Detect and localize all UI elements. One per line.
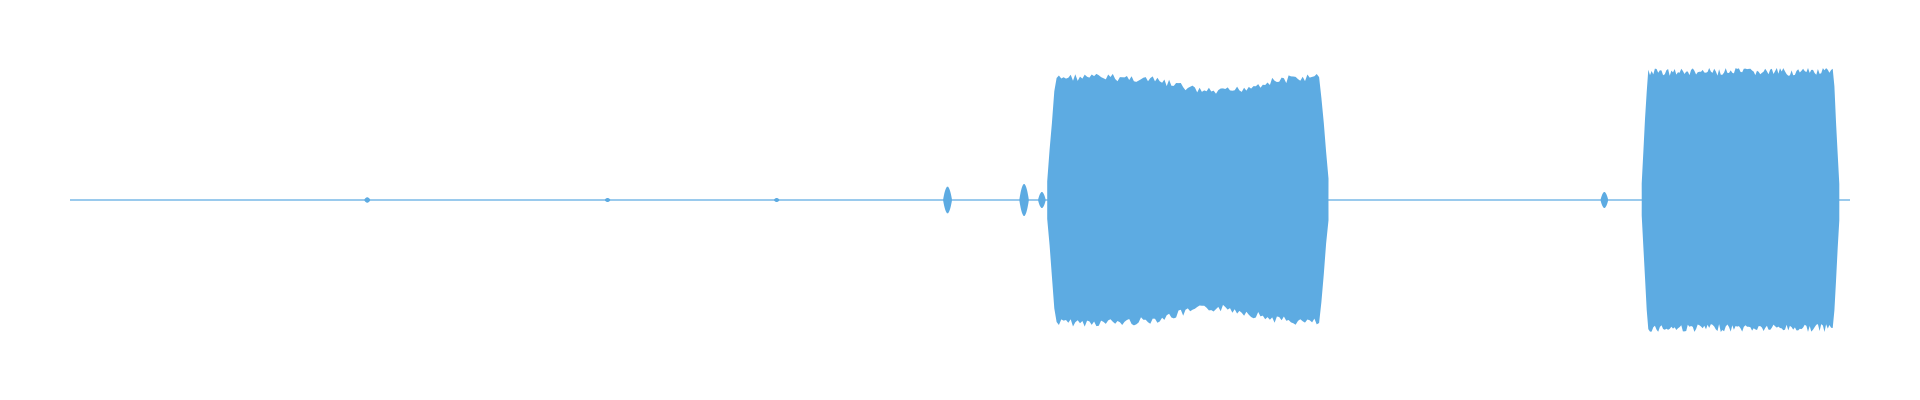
waveform-blips [363,184,1609,216]
waveform-burst [1641,68,1840,332]
waveform-burst [1047,73,1329,327]
waveform-bursts [1047,68,1840,332]
